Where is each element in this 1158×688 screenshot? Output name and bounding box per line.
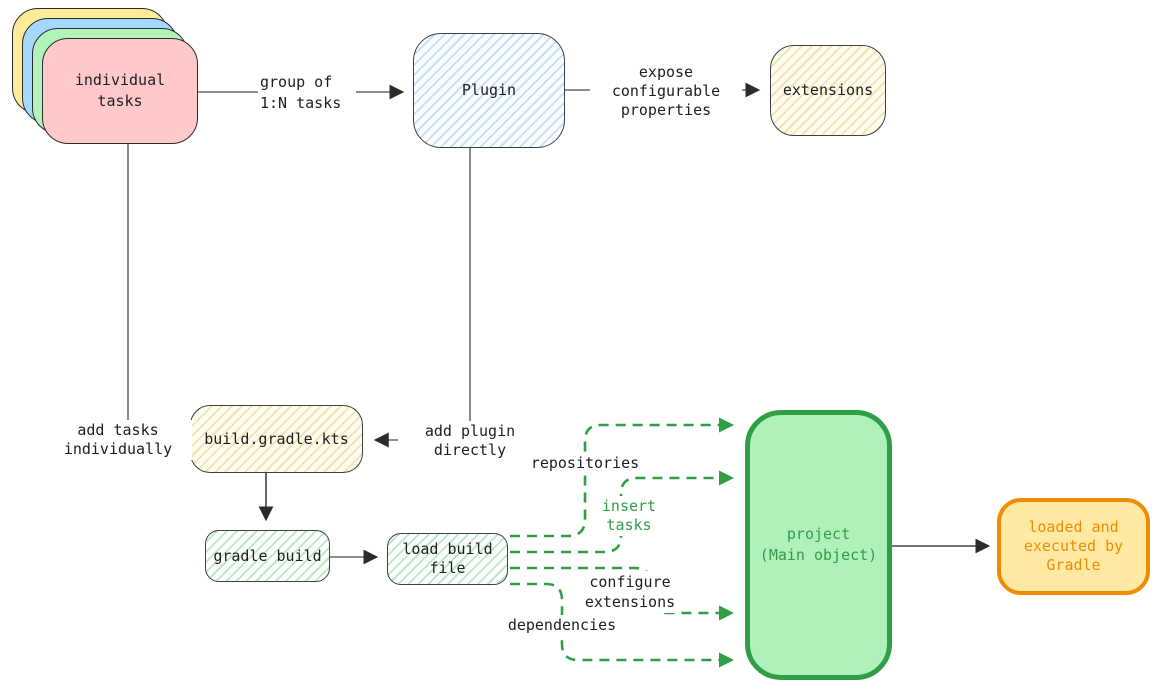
edge-label-add-plugin-directly: add plugin directly: [398, 421, 542, 461]
edge-label-repositories: repositories: [523, 453, 647, 474]
node-extensions: extensions: [770, 45, 886, 136]
node-loaded-by-gradle-label: loaded and executed by Gradle: [1023, 518, 1124, 574]
node-load-build-file-label: load build file: [402, 540, 493, 577]
node-loaded-by-gradle: loaded and executed by Gradle: [997, 498, 1150, 595]
node-plugin: Plugin: [413, 33, 565, 148]
node-gradle-build-label: gradle build: [213, 546, 322, 565]
edge-label-configure-extensions: configure extensions: [580, 571, 680, 613]
node-gradle-build: gradle build: [205, 530, 330, 582]
edge-label-dependencies: dependencies: [505, 615, 619, 636]
node-project-label: project (Main object): [759, 525, 878, 564]
node-project: project (Main object): [745, 410, 892, 680]
node-plugin-label: Plugin: [461, 81, 517, 99]
edge-tasks-to-buildfile: [127, 144, 180, 442]
node-build-gradle-kts: build.gradle.kts: [190, 405, 363, 473]
edge-label-insert-tasks: insert tasks: [594, 496, 664, 536]
edge-plugin-to-buildfile: [373, 148, 471, 448]
node-build-gradle-kts-label: build.gradle.kts: [204, 429, 349, 448]
edge-label-add-tasks-individually: add tasks individually: [44, 420, 192, 460]
node-individual-tasks: individual tasks: [42, 38, 198, 144]
node-extensions-label: extensions: [782, 81, 874, 99]
edge-label-group-of-tasks: group of 1:N tasks: [258, 71, 356, 115]
edge-label-expose-properties: expose configurable properties: [590, 62, 742, 121]
node-load-build-file: load build file: [387, 533, 508, 585]
node-individual-tasks-label: individual tasks: [74, 71, 166, 110]
